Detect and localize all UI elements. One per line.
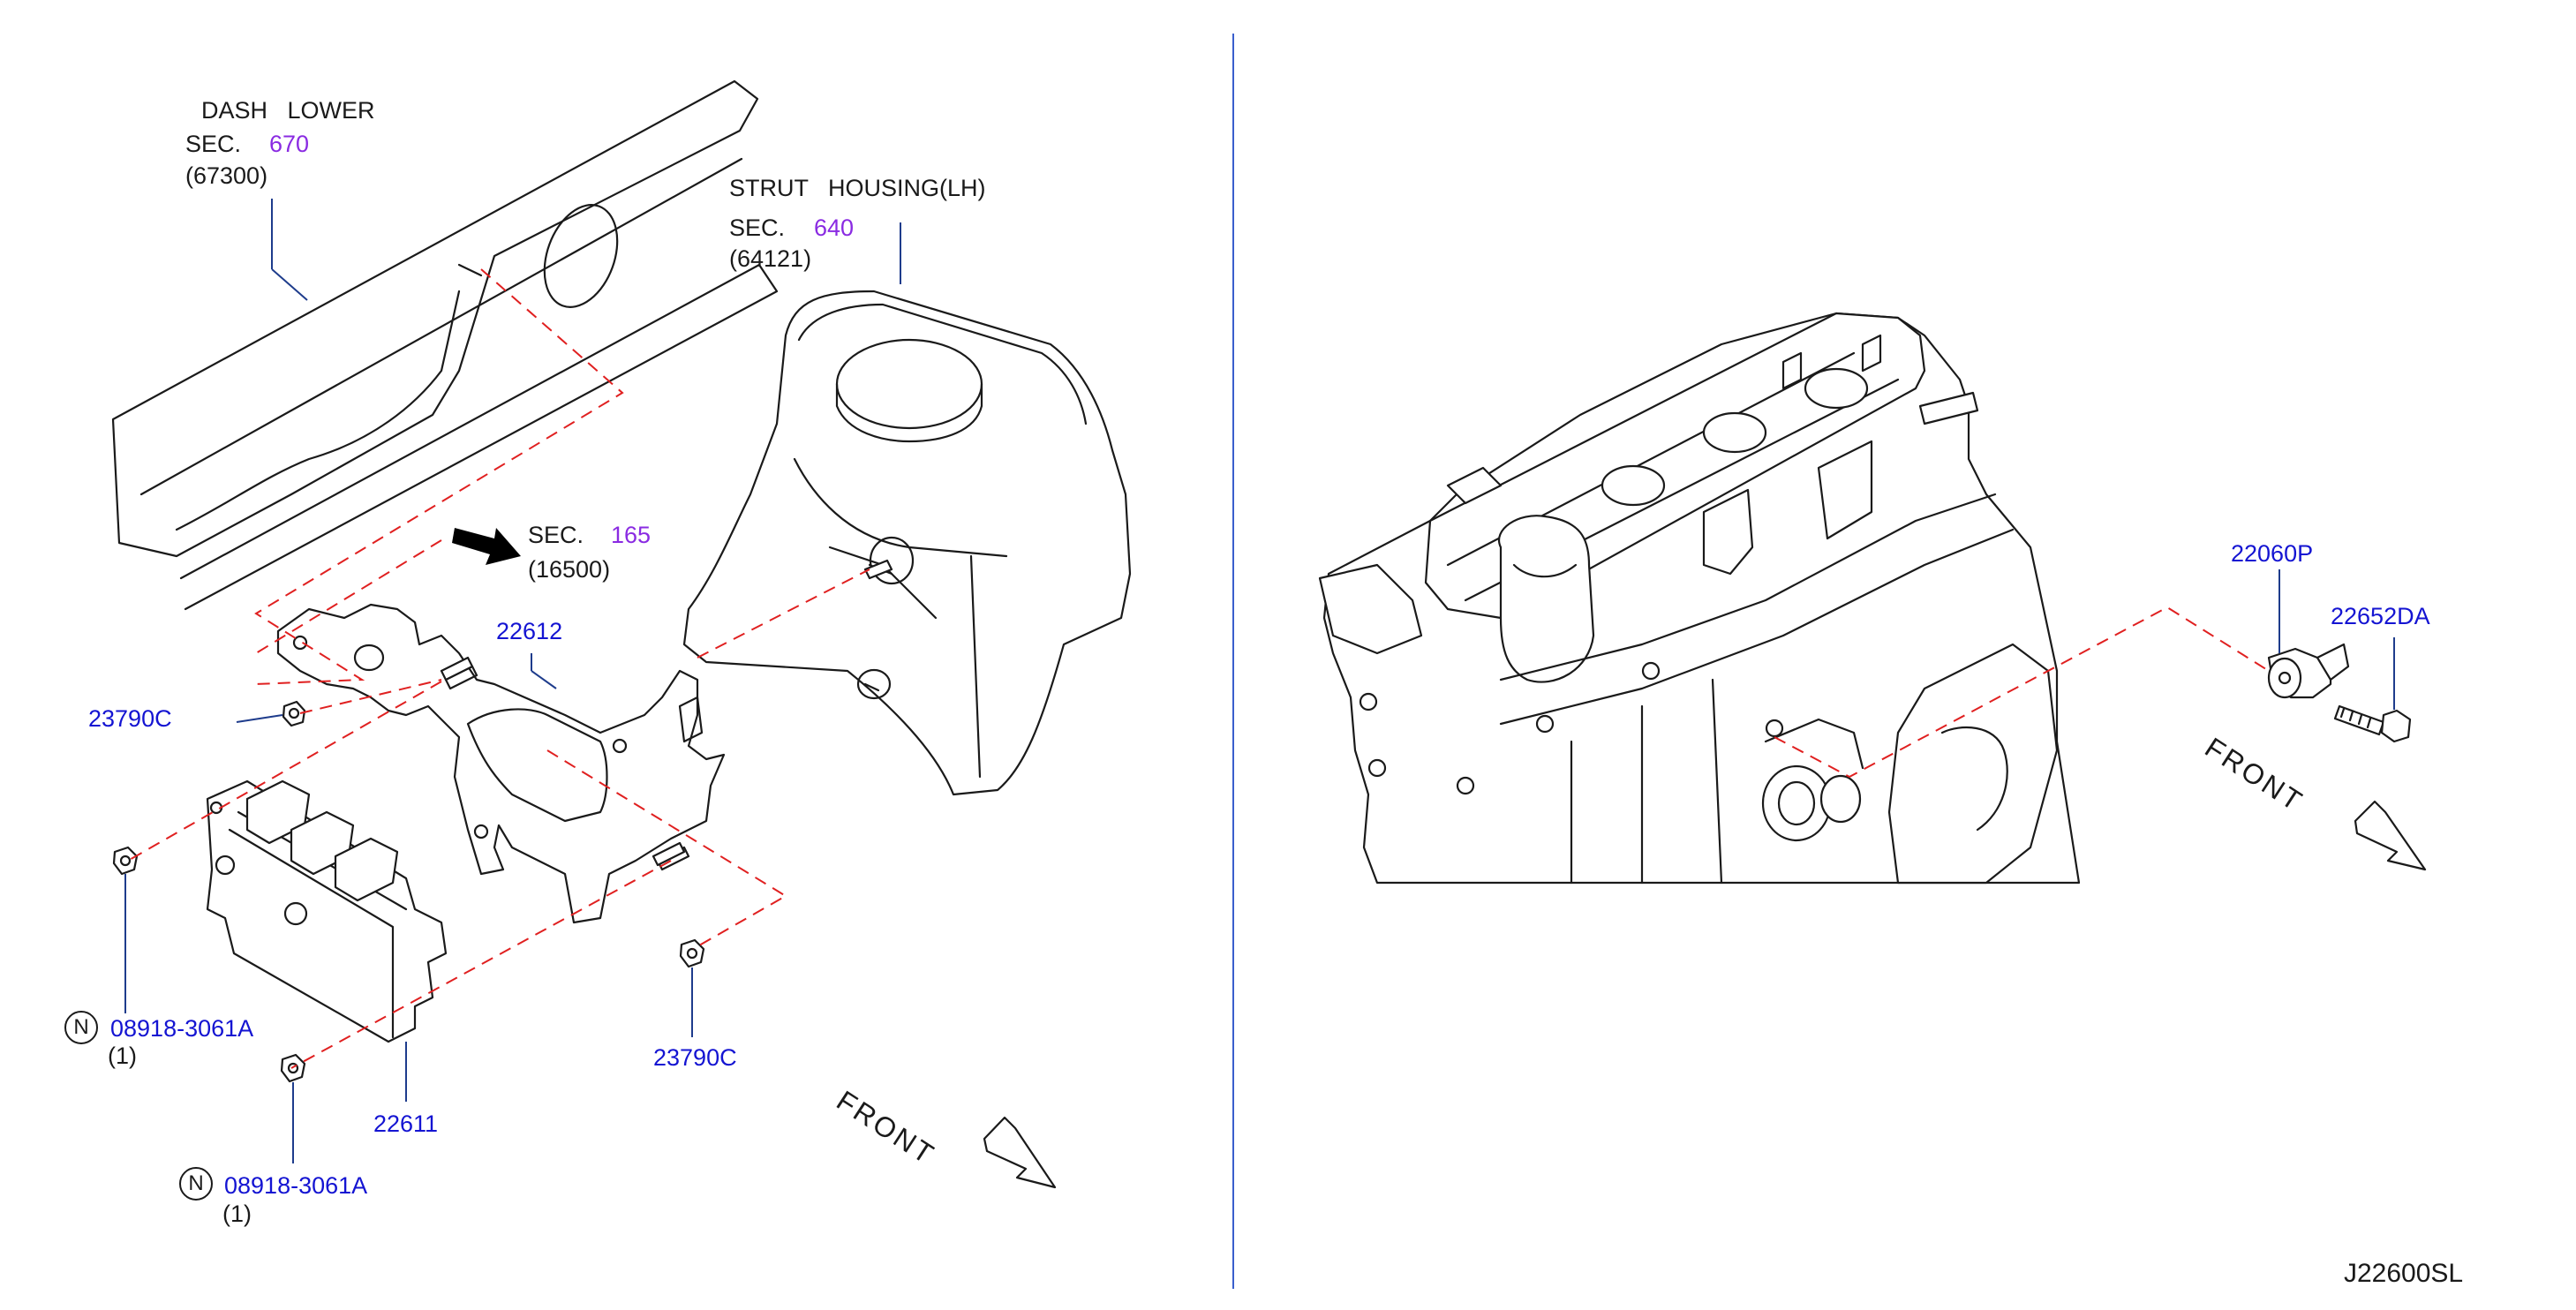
ecm-unit <box>206 779 448 1043</box>
strut-housing-sec-prefix: SEC. <box>729 215 786 241</box>
dash-lower-title: DASH LOWER <box>201 97 375 124</box>
leader-lines-right <box>2278 569 2395 710</box>
stud-bolts <box>440 559 893 867</box>
assembly-dashed-lines-right <box>1774 606 2270 779</box>
strut-housing <box>682 290 1132 796</box>
part-08918-lower-qty: (1) <box>222 1201 252 1227</box>
diagram-code: J22600SL <box>2344 1259 2464 1288</box>
nut-08918-upper <box>112 846 139 876</box>
assembly-dashed-lines-left <box>127 268 870 1069</box>
ecm-bracket <box>276 603 726 924</box>
front-arrow-right-icon <box>2354 800 2427 871</box>
leader-lines-left <box>124 199 901 1163</box>
part-08918-upper-qty: (1) <box>108 1043 137 1069</box>
n-marker-upper: N <box>64 1011 98 1044</box>
sec-165-prefix: SEC. <box>528 522 584 548</box>
sec-165-part-code: (16500) <box>528 556 611 583</box>
dash-lower-sec-number[interactable]: 670 <box>269 131 310 157</box>
part-08918-lower-label[interactable]: 08918-3061A <box>224 1172 368 1199</box>
front-arrow-left-icon <box>983 1116 1057 1189</box>
dash-lower-part-code: (67300) <box>185 162 268 189</box>
sensor-bolt <box>2333 704 2412 743</box>
part-22612-label[interactable]: 22612 <box>496 618 563 644</box>
part-23790c-left-label[interactable]: 23790C <box>88 705 172 732</box>
dash-lower-sec-prefix: SEC. <box>185 131 242 157</box>
strut-housing-sec-number[interactable]: 640 <box>814 215 855 241</box>
part-22611-label[interactable]: 22611 <box>373 1110 439 1137</box>
n-marker-lower: N <box>179 1167 213 1201</box>
part-23790c-right-label[interactable]: 23790C <box>653 1044 737 1071</box>
part-08918-upper-label[interactable]: 08918-3061A <box>110 1015 254 1042</box>
strut-housing-part-code: (64121) <box>729 245 812 272</box>
engine-block <box>1318 312 2081 885</box>
nut-23790c-right <box>679 938 705 968</box>
part-22060p-label[interactable]: 22060P <box>2231 540 2314 567</box>
strut-housing-title: STRUT HOUSING(LH) <box>729 175 986 201</box>
part-22652da-label[interactable]: 22652DA <box>2331 603 2430 629</box>
dash-lower-panel <box>111 79 779 611</box>
sec-165-arrow <box>452 528 521 565</box>
knock-sensor <box>2267 643 2350 699</box>
sec-165-number[interactable]: 165 <box>611 522 652 548</box>
nut-23790c-left <box>282 700 306 727</box>
